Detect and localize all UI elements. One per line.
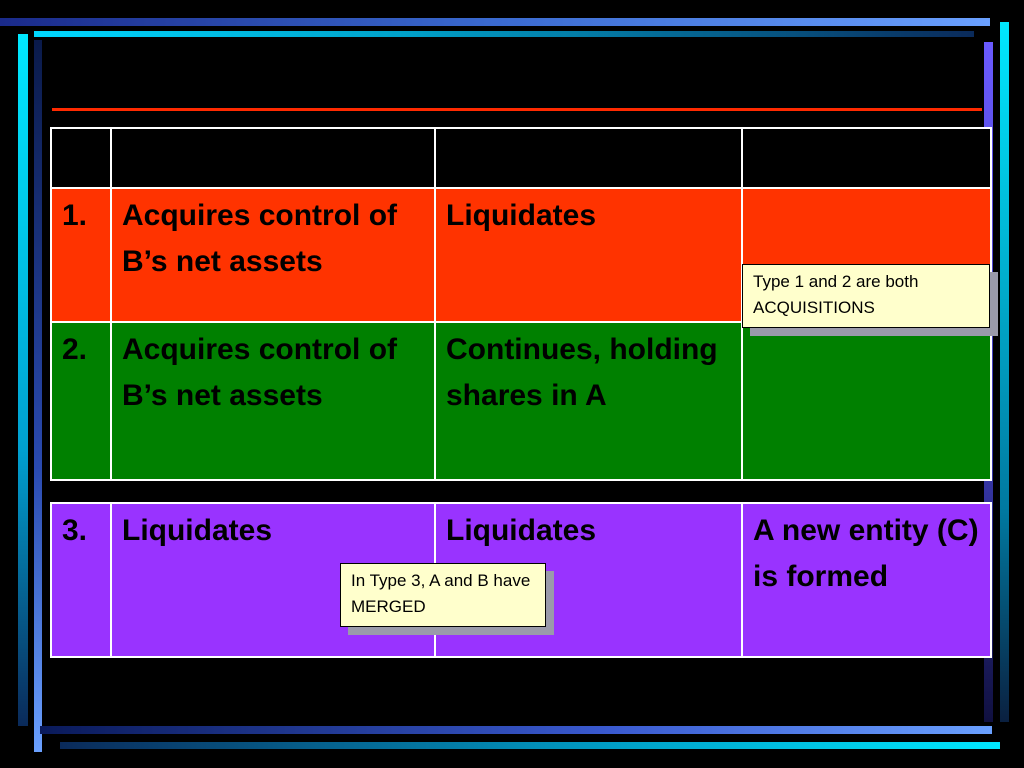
header-cell-c: C: [741, 127, 992, 189]
cell-b: Liquidates: [434, 187, 743, 323]
bottom-accent-bar: [60, 742, 1000, 749]
table-header-row: A B C: [50, 127, 992, 189]
top-accent-bar: [34, 31, 974, 37]
left-accent-bar: [34, 40, 42, 752]
merged-callout: In Type 3, A and B have MERGED: [340, 563, 546, 627]
row-number: 1.: [50, 187, 112, 323]
header-cell-a: A: [110, 127, 436, 189]
cell-b: Liquidates: [434, 502, 743, 658]
cell-b: Continues, holding shares in A: [434, 321, 743, 481]
cell-c: [741, 321, 992, 481]
row-number: 3.: [50, 502, 112, 658]
table-row: 1. Acquires control of B’s net assets Li…: [50, 187, 992, 323]
acquisitions-callout: Type 1 and 2 are both ACQUISITIONS: [742, 264, 990, 328]
header-cell-b: B: [434, 127, 743, 189]
header-cell-blank: [50, 127, 112, 189]
top-frame-bar: [0, 18, 990, 26]
comparison-table: A B C 1. Acquires control of B’s net ass…: [50, 127, 992, 481]
cell-c: A new entity (C) is formed: [741, 502, 992, 658]
table-row: 2. Acquires control of B’s net assets Co…: [50, 321, 992, 481]
cell-a: Acquires control of B’s net assets: [110, 321, 436, 481]
merger-table: 3. Liquidates Liquidates A new entity (C…: [50, 502, 992, 658]
title-underline: [52, 108, 982, 111]
right-frame-bar: [1000, 22, 1009, 722]
table-row: 3. Liquidates Liquidates A new entity (C…: [50, 502, 992, 658]
cell-a: Acquires control of B’s net assets: [110, 187, 436, 323]
bottom-frame-bar: [40, 726, 992, 734]
row-number: 2.: [50, 321, 112, 481]
left-frame-bar: [18, 34, 28, 726]
